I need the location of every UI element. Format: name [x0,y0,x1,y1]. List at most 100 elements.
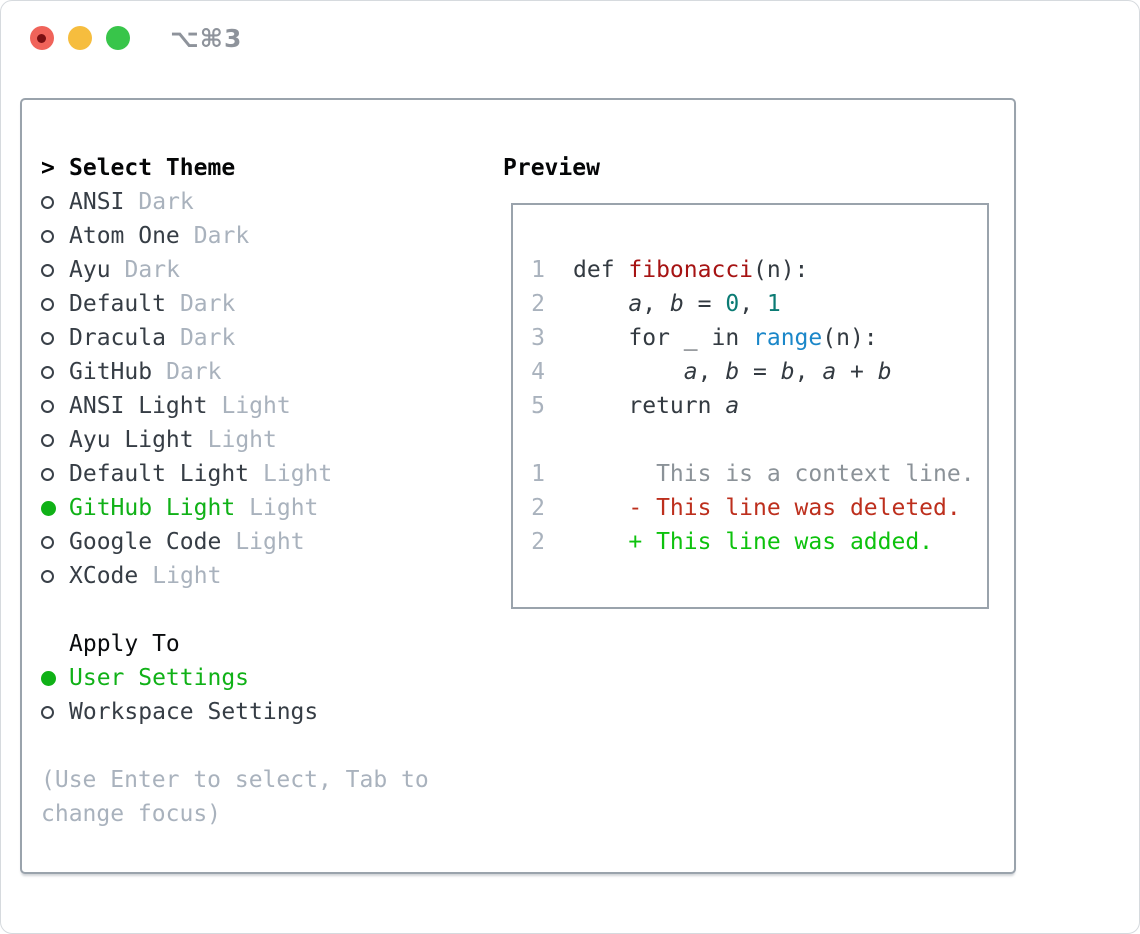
close-dot-icon [37,34,46,43]
hint-text: (Use Enter to select, Tab to change focu… [41,763,429,831]
select-theme-header: > Select Theme [41,151,429,185]
radio-icon [41,229,54,243]
option-label: GitHub Light [69,495,236,521]
line-number: 2 [531,291,545,317]
preview-title: Preview [503,155,600,181]
zoom-button[interactable] [106,26,130,50]
radio-icon [41,331,54,345]
apply-to-header: Apply To [41,627,429,661]
close-button[interactable] [30,26,54,50]
theme-variant-tag: Light [207,427,277,453]
line-number: 2 [531,495,545,521]
preview-line-2: 2 a, b = 0, 1 [531,287,987,321]
code-text: a, b = b, a + b [683,359,892,385]
option-label: GitHub [69,359,153,385]
code-text: + This line was added. [573,529,934,555]
line-number: 2 [531,529,545,555]
option-label: XCode [69,563,139,589]
radio-selected-icon [41,670,56,686]
preview-line-1: 1 def fibonacci(n): [531,253,987,287]
theme-variant-tag: Dark [179,291,236,317]
apply-option-workspace-settings[interactable]: Workspace Settings [41,695,429,729]
option-label: Default [69,291,166,317]
option-label: Workspace Settings [69,699,319,725]
theme-option-github-light[interactable]: GitHub Light Light [41,491,429,525]
window-title: ⌥⌘3 [170,23,243,53]
code-text: def fibonacci(n): [573,257,809,283]
preview-line-6 [531,423,987,457]
apply-to-title: Apply To [69,631,180,657]
option-label: Google Code [69,529,222,555]
hint-line-1: (Use Enter to select, Tab to [41,767,429,793]
minimize-button[interactable] [68,26,92,50]
code-text: return a [573,393,740,419]
option-label: Atom One [69,223,180,249]
option-label: ANSI [69,189,125,215]
option-label: User Settings [69,665,250,691]
preview-line-8: 2 - This line was deleted. [531,491,987,525]
radio-icon [41,535,54,549]
radio-icon [41,263,54,277]
line-number: 5 [531,393,545,419]
radio-selected-icon [41,500,56,516]
section-gap [41,729,429,763]
theme-variant-tag: Dark [124,257,180,283]
radio-icon [41,467,54,481]
theme-variant-tag: Light [235,529,305,555]
preview-line-9: 2 + This line was added. [531,525,987,559]
code-text: - This line was deleted. [573,495,961,521]
theme-option-github[interactable]: GitHub Dark [41,355,429,389]
prompt-icon: > [41,155,55,181]
theme-option-atom-one[interactable]: Atom One Dark [41,219,429,253]
theme-variant-tag: Dark [179,325,236,351]
preview-line-7: 1 This is a context line. [531,457,987,491]
radio-icon [41,399,54,413]
select-theme-title: Select Theme [69,155,236,181]
radio-icon [41,705,54,719]
line-number: 1 [531,461,545,487]
option-label: ANSI Light [69,393,208,419]
titlebar: ⌥⌘3 [1,1,1139,75]
theme-option-dracula[interactable]: Dracula Dark [41,321,429,355]
theme-option-ayu[interactable]: Ayu Dark [41,253,429,287]
line-number: 3 [531,325,545,351]
preview-line-4: 4 a, b = b, a + b [531,355,987,389]
option-label: Ayu [69,257,111,283]
theme-option-google-code[interactable]: Google Code Light [41,525,429,559]
code-text: for _ in range(n): [573,325,878,351]
option-label: Dracula [69,325,166,351]
preview-line-5: 5 return a [531,389,987,423]
theme-variant-tag: Light [221,393,291,419]
option-label: Default Light [69,461,250,487]
apply-option-user-settings[interactable]: User Settings [41,661,429,695]
theme-option-default[interactable]: Default Dark [41,287,429,321]
code-text: This is a context line. [573,461,975,487]
line-number: 4 [531,359,545,385]
radio-icon [41,569,54,583]
theme-variant-tag: Dark [193,223,250,249]
theme-variant-tag: Dark [166,359,222,385]
theme-option-ansi[interactable]: ANSI Dark [41,185,429,219]
code-text: a, b = 0, 1 [628,291,781,317]
preview-line-3: 3 for _ in range(n): [531,321,987,355]
radio-icon [41,365,54,379]
hint-line-2: change focus) [41,801,222,827]
theme-option-xcode[interactable]: XCode Light [41,559,429,593]
theme-option-ansi-light[interactable]: ANSI Light Light [41,389,429,423]
radio-icon [41,433,54,447]
theme-option-ayu-light[interactable]: Ayu Light Light [41,423,429,457]
section-gap [41,593,429,627]
theme-variant-tag: Dark [138,189,194,215]
option-label: Ayu Light [69,427,194,453]
theme-variant-tag: Light [249,495,319,521]
line-number: 1 [531,257,545,283]
radio-icon [41,195,54,209]
theme-variant-tag: Light [152,563,222,589]
radio-icon [41,297,54,311]
